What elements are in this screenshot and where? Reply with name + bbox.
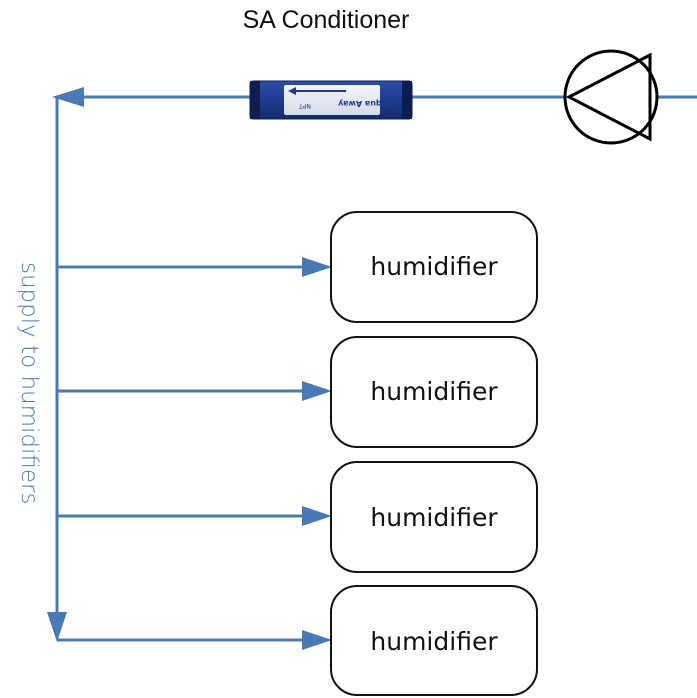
humidifier-branch-1: humidifier	[57, 211, 538, 323]
branch-arrowhead	[302, 257, 332, 277]
humidifier-branch-4: humidifier	[57, 585, 538, 696]
cartridge-code: NPT	[299, 102, 311, 109]
humidifier-box	[330, 461, 538, 573]
cartridge-cap-right	[402, 81, 412, 119]
cartridge-label	[284, 85, 380, 115]
humidifier-box	[330, 336, 538, 448]
sa-conditioner-cartridge: Aqua Away NPT	[249, 80, 413, 120]
diagram-title: SA Conditioner	[243, 6, 410, 34]
supply-label: supply to humidifiers	[16, 262, 42, 505]
pump-casing	[563, 49, 659, 145]
humidifier-branch-3: humidifier	[57, 461, 538, 573]
humidifier-box	[330, 585, 538, 696]
cartridge-cap-left	[250, 81, 260, 119]
cartridge-brand: Aqua Away	[337, 99, 388, 108]
branch-arrowhead	[302, 381, 332, 401]
main-supply-arrowhead	[52, 87, 84, 107]
humidifier-box	[330, 211, 538, 323]
humidifier-label: humidifier	[370, 627, 498, 656]
branch-arrowhead	[302, 506, 332, 526]
humidifier-label: humidifier	[370, 377, 498, 406]
branch-arrowhead	[302, 630, 332, 650]
supply-riser-arrowhead	[47, 612, 67, 642]
pump-triangle	[565, 52, 652, 142]
pump-icon	[563, 49, 659, 145]
humidifier-label: humidifier	[370, 252, 498, 281]
humidifier-branch-2: humidifier	[57, 336, 538, 448]
humidifier-label: humidifier	[370, 503, 498, 532]
cartridge-flow-arrowhead	[288, 87, 296, 95]
